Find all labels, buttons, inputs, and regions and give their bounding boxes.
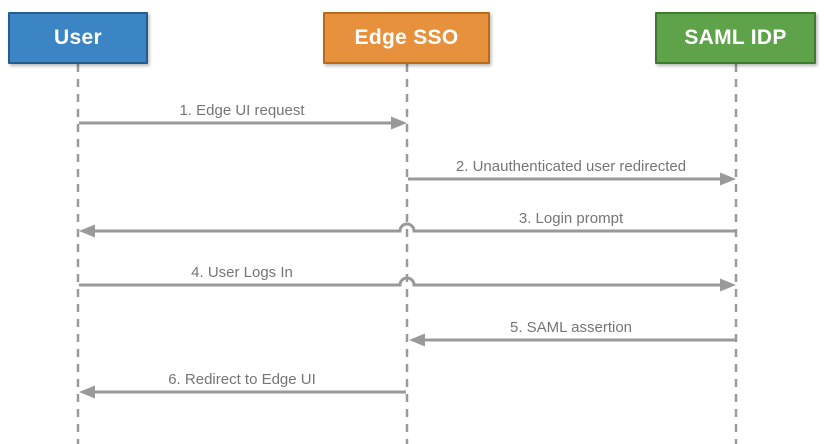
message-label-6: 6. Redirect to Edge UI — [168, 371, 316, 388]
message-label-5: 5. SAML assertion — [510, 319, 632, 336]
message-label-3: 3. Login prompt — [518, 210, 624, 227]
actor-saml-idp-label: SAML IDP — [684, 26, 787, 49]
actor-saml-idp: SAML IDP — [655, 12, 816, 64]
actor-edge-sso-label: Edge SSO — [354, 26, 459, 49]
message-label-2: 2. Unauthenticated user redirected — [455, 158, 687, 175]
message-arrow-6 — [79, 385, 406, 399]
message-arrow-2 — [408, 172, 736, 186]
message-arrow-4 — [79, 276, 736, 292]
actor-user-label: User — [54, 26, 102, 49]
message-arrow-1 — [79, 116, 407, 130]
message-arrow-5 — [409, 333, 735, 347]
message-label-4: 4. User Logs In — [191, 264, 293, 281]
message-label-1: 1. Edge UI request — [179, 102, 305, 119]
message-arrow-3 — [79, 222, 735, 238]
actor-edge-sso: Edge SSO — [323, 12, 490, 64]
actor-user: User — [8, 12, 148, 64]
